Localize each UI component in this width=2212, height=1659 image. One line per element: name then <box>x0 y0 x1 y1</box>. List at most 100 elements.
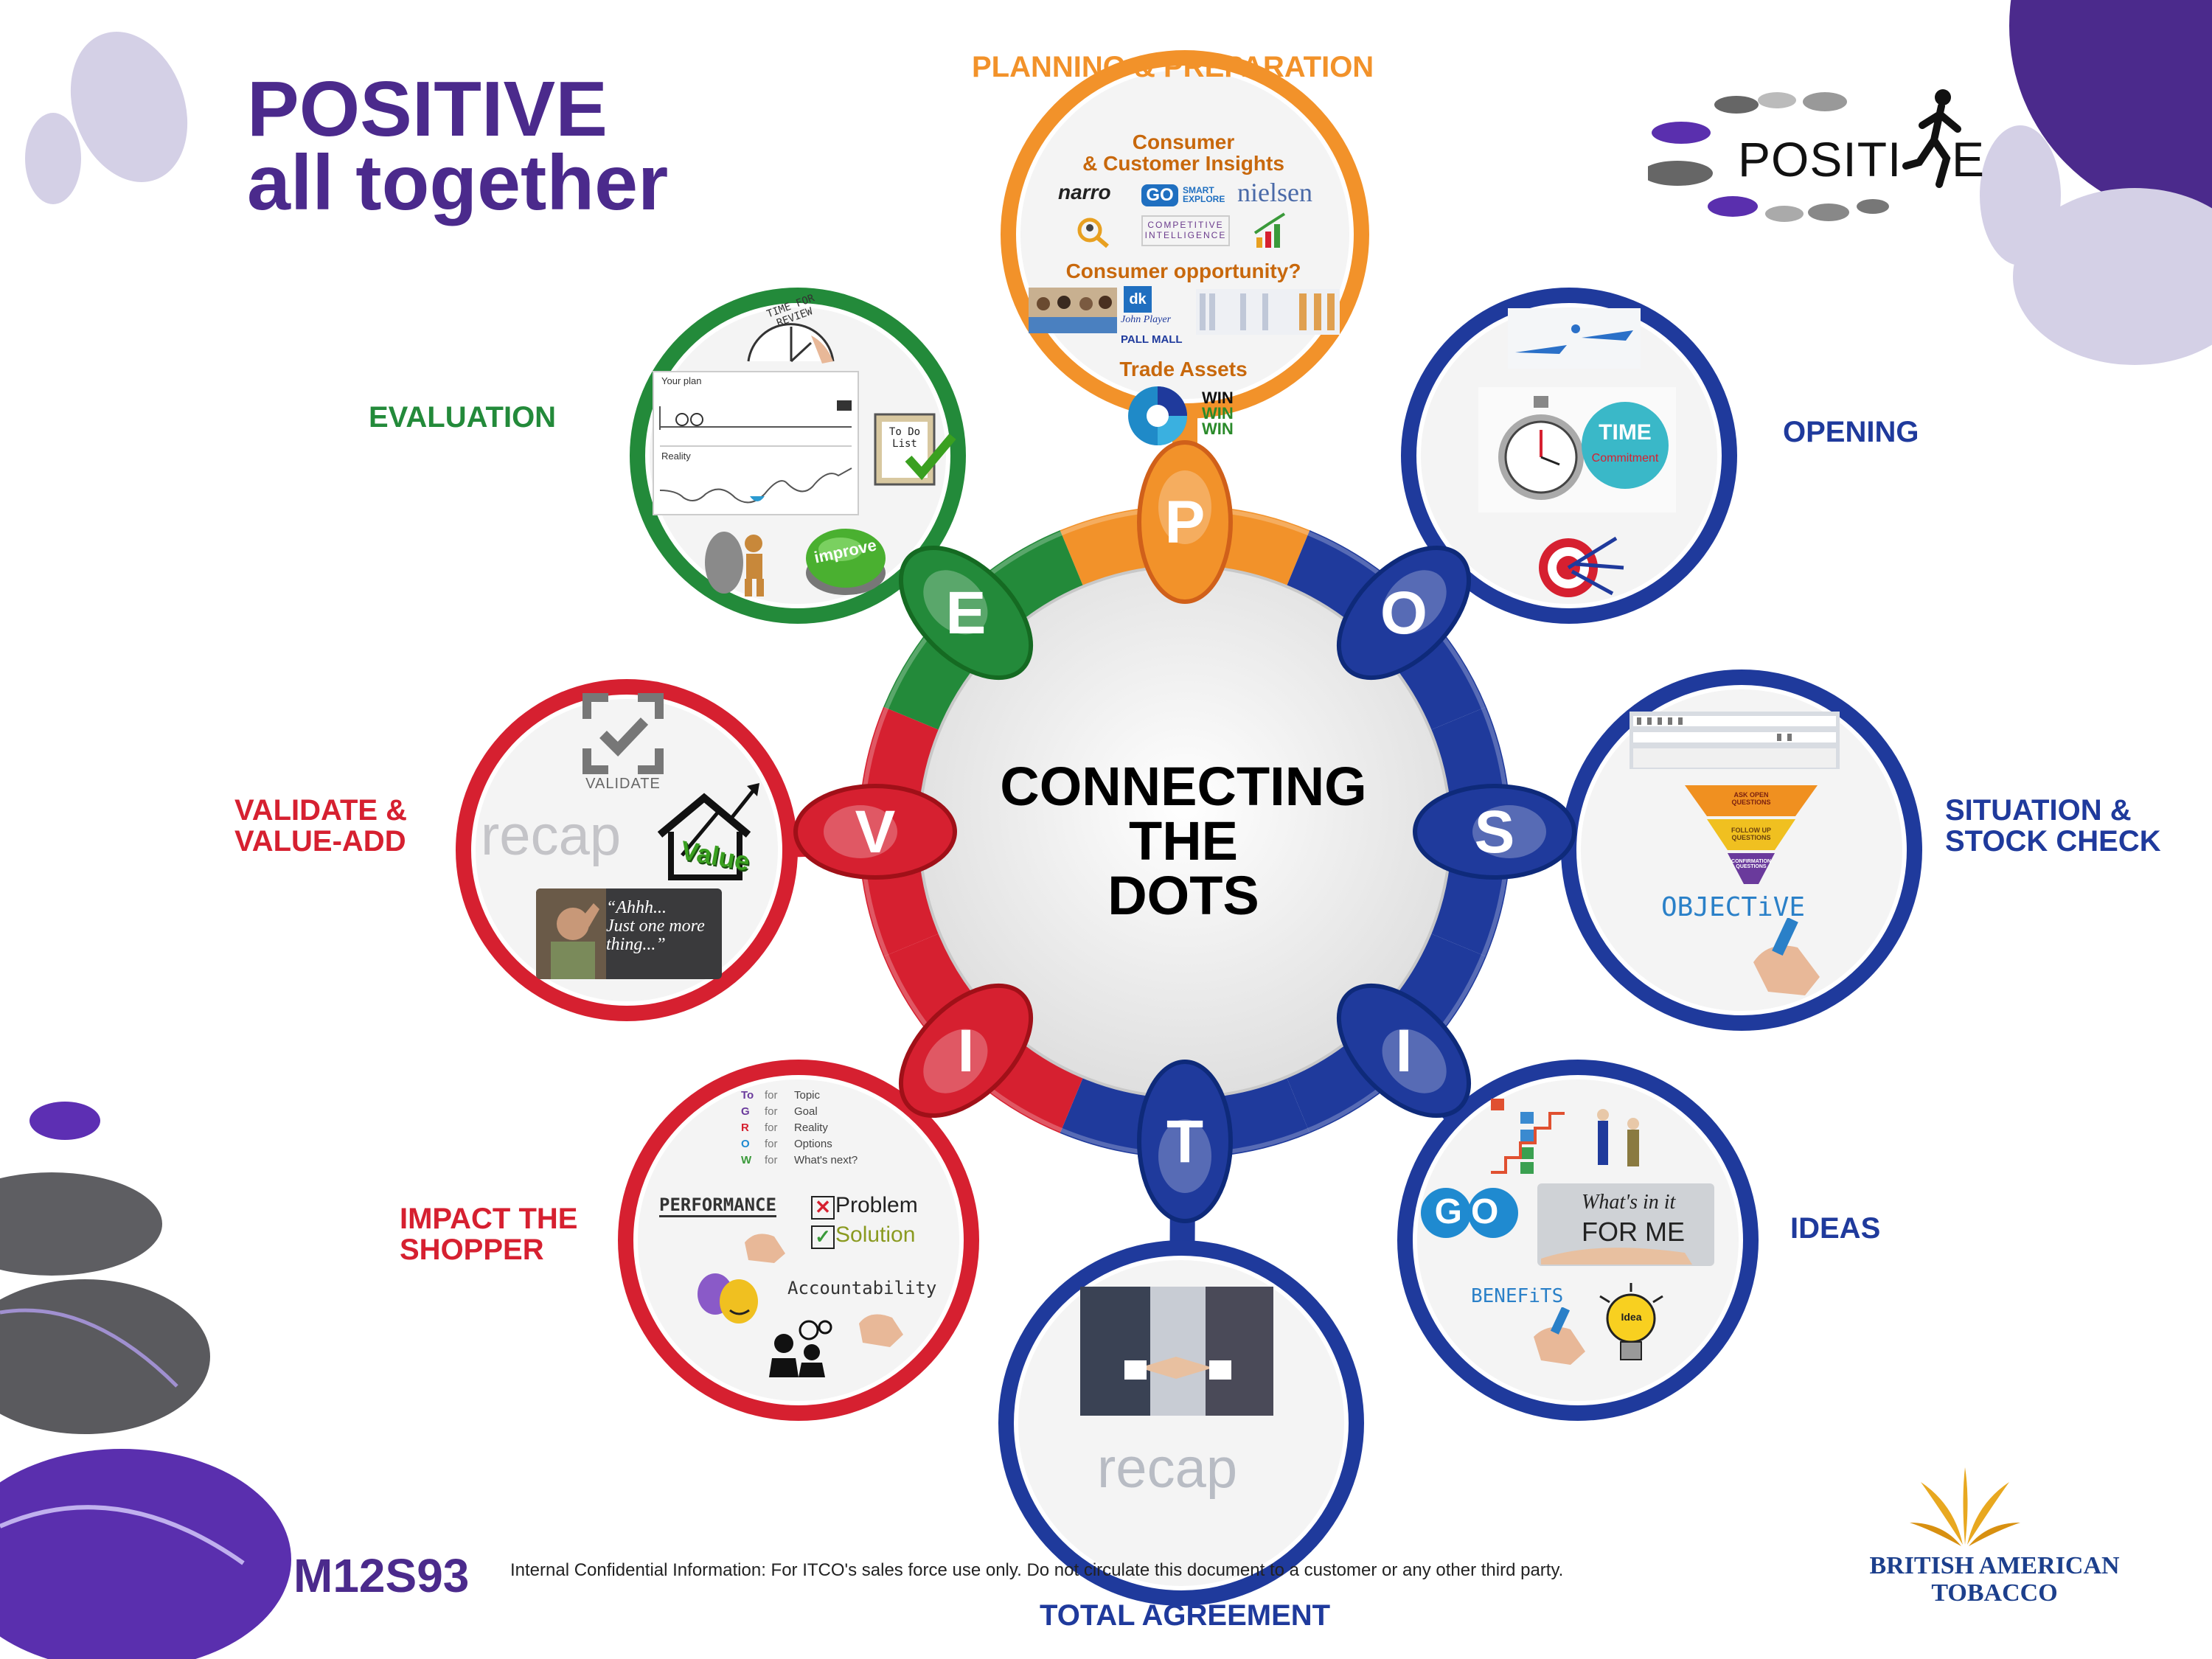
brand-dk-logo: dk <box>1124 286 1152 313</box>
magnifier-people-icon <box>1075 215 1112 248</box>
improve-button-icon: improve <box>804 520 888 601</box>
accountability-text: Accountability <box>787 1278 937 1298</box>
logo-word-end: E <box>1952 132 1985 187</box>
stage-label-opening: OPENING <box>1783 416 1919 448</box>
planning-heading-line2: & Customer Insights <box>1082 152 1284 175</box>
quote-line-1: “Ahhh... <box>606 898 667 917</box>
stage-label-ideas: IDEAS <box>1790 1212 1881 1245</box>
grow-letter: R <box>741 1121 749 1134</box>
grow-letter: To <box>741 1089 754 1102</box>
logo-stones-icon <box>1648 89 1961 222</box>
objective-text: OBJECTiVE <box>1661 892 1806 922</box>
document-code: M12S93 <box>293 1549 470 1602</box>
brand-go: GO <box>1141 184 1178 206</box>
go-wheel-icon <box>1127 385 1189 448</box>
solution-text: Solution <box>835 1222 916 1247</box>
confidential-notice: Internal Confidential Information: For I… <box>510 1560 1564 1580</box>
value-house-icon: Value <box>653 782 763 881</box>
target-darts-icon <box>1535 524 1631 605</box>
petal-gloss <box>923 570 988 635</box>
petal-gloss <box>923 1029 988 1093</box>
company-name-line2: TOBACCO <box>1931 1579 2058 1607</box>
jump-gap-icon <box>1508 308 1641 369</box>
brand-pall-mall: PALL MALL <box>1121 333 1183 346</box>
stopwatch-icon <box>1498 396 1584 500</box>
performance-text: PERFORMANCE <box>659 1194 776 1217</box>
solution-check-icon: ✓ <box>811 1225 835 1249</box>
page-subtitle: all together <box>247 139 669 226</box>
staircase-graphic <box>1491 1091 1657 1176</box>
people-chat-icon <box>763 1320 833 1379</box>
quote-text: “Ahhh... Just one more thing...” <box>606 898 705 955</box>
ring-letter: V <box>855 799 896 866</box>
time-text: TIME <box>1599 420 1652 445</box>
decor-lilac-blob <box>1980 125 2061 265</box>
todo-text: To Do List <box>888 426 921 450</box>
ring-letter: I <box>958 1018 975 1085</box>
hub-line-2: THE <box>1129 810 1238 872</box>
benefits-text: BENEFiTS <box>1471 1285 1564 1307</box>
hub-text: CONNECTING THE DOTS <box>981 759 1386 923</box>
hub-line-3: DOTS <box>1107 865 1259 926</box>
letter-petal <box>898 545 1034 681</box>
stage-label-validate: VALIDATE & VALUE-ADD <box>234 795 407 857</box>
one-more-thing-photo: “Ahhh... Just one more thing...” <box>536 888 722 979</box>
funnel-step-3: CONFIRMATION QUESTIONS <box>1731 859 1771 869</box>
for-me-text: FOR ME <box>1582 1217 1685 1247</box>
lightbulb-icon: Idea <box>1596 1281 1666 1370</box>
problem-text: Problem <box>835 1193 918 1217</box>
letter-petal <box>898 983 1034 1119</box>
win-1: WIN <box>1202 389 1234 407</box>
decor-lilac-blob <box>2013 188 2212 365</box>
plan-reality-icon <box>659 400 852 504</box>
stage-label-validate-line1: VALIDATE & <box>234 794 408 827</box>
ring-letter: E <box>946 580 987 647</box>
petal-gloss <box>1472 805 1546 858</box>
bat-leaf-logo <box>1910 1464 2020 1548</box>
idea-text: Idea <box>1621 1311 1642 1323</box>
letter-petal <box>1137 1060 1233 1223</box>
quote-line-3: thing...” <box>606 935 666 955</box>
performance-panel: PERFORMANCE <box>656 1187 793 1265</box>
planning-heading: Consumer & Customer Insights <box>1018 131 1349 175</box>
stage-label-impact-line2: SHOPPER <box>400 1234 544 1266</box>
time-bubble <box>1582 402 1669 489</box>
letter-petal <box>1137 440 1233 604</box>
problem-cross-icon: ✕ <box>811 1196 835 1220</box>
brand-john-player: John Player <box>1121 314 1172 325</box>
whats-in-it-for-me: What's in it FOR ME <box>1537 1183 1714 1266</box>
funnel-step-2: FOLLOW UP QUESTIONS <box>1731 827 1771 841</box>
positive-logo: POSITI E <box>1648 88 1984 229</box>
stage-label-situation-line2: STOCK CHECK <box>1945 825 2161 858</box>
grow-letter: O <box>741 1138 750 1150</box>
agreement-recap-logo: recap <box>1097 1437 1238 1500</box>
go-text: GO <box>1434 1192 1508 1231</box>
letter-petal <box>793 784 957 880</box>
letter-petal <box>1336 983 1472 1119</box>
validate-check-icon <box>581 692 665 776</box>
stage-label-situation-line1: SITUATION & <box>1945 794 2132 827</box>
stopwatch-time-panel: TIME Commitment <box>1478 387 1676 512</box>
petal-gloss <box>1158 470 1211 544</box>
hand-marker-icon <box>852 1301 907 1349</box>
letter-petal <box>1413 784 1576 880</box>
petal-gloss <box>1382 570 1447 635</box>
wooden-figure-icon <box>700 527 778 597</box>
consumer-photo-thumb <box>1029 288 1117 333</box>
letter-petal <box>1336 545 1472 681</box>
brand-narro: narro <box>1058 181 1111 204</box>
ring-letter: S <box>1475 799 1515 866</box>
hand-marker-icon <box>1753 918 1820 995</box>
validate-text: VALIDATE <box>585 776 661 792</box>
decor-stone <box>29 1102 100 1140</box>
win-3: WIN <box>1202 419 1234 438</box>
stage-label-situation: SITUATION & STOCK CHECK <box>1945 795 2161 857</box>
hub-line-1: CONNECTING <box>1000 756 1367 817</box>
grow-word: Reality <box>794 1121 828 1134</box>
decor-purple-blob <box>2009 0 2212 221</box>
